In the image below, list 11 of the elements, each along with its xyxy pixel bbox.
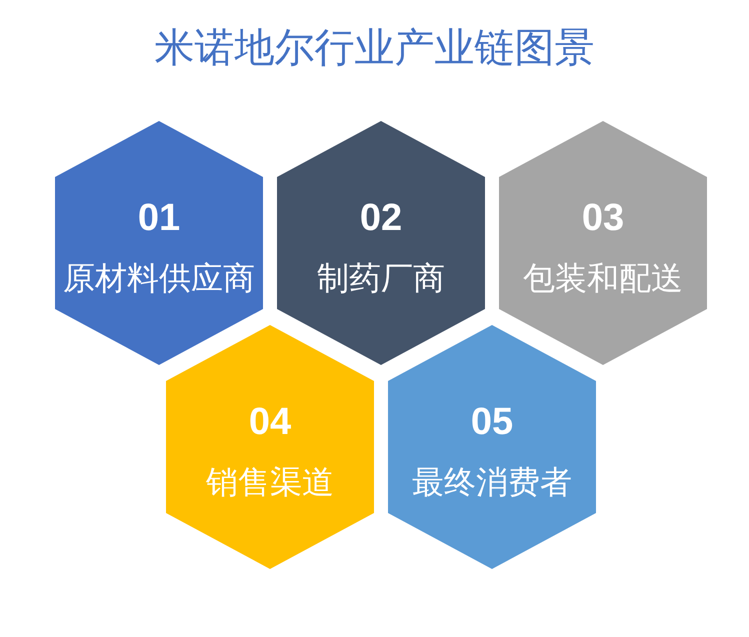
- step-label: 原材料供应商: [63, 259, 255, 298]
- step-number: 02: [360, 197, 402, 240]
- step-label: 包装和配送: [523, 259, 683, 298]
- step-number: 03: [582, 197, 624, 240]
- step-label: 销售渠道: [206, 463, 334, 502]
- step-number: 05: [470, 401, 514, 444]
- step-label: 最终消费者: [412, 463, 572, 502]
- title: 米诺地尔行业产业链图景: [154, 24, 594, 72]
- step-number: 01: [138, 197, 180, 240]
- step-label: 制药厂商: [317, 259, 445, 298]
- step-number: 04: [248, 401, 292, 444]
